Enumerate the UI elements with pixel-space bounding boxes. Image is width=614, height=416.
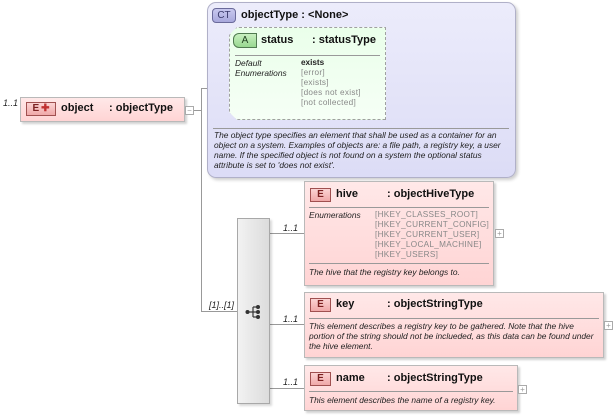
sequence-cardinality: [1]..[1]	[209, 300, 235, 310]
plus-icon: ✚	[41, 103, 50, 114]
sequence-icon	[245, 305, 260, 319]
root-cardinality: 1..1	[3, 98, 19, 108]
element-badge: E	[310, 298, 331, 312]
attribute-badge: A	[233, 33, 257, 48]
status-enumerations: [error] [exists] [does not exist] [not c…	[301, 68, 361, 107]
sequence-compositor[interactable]	[237, 218, 270, 404]
element-name: hive	[336, 188, 359, 200]
attribute-status[interactable]: A status : statusType Default Enumeratio…	[229, 27, 386, 120]
element-badge: E✚	[26, 102, 56, 116]
name-divider	[309, 391, 513, 392]
element-name: key	[336, 298, 355, 310]
element-key[interactable]: E key : objectStringType This element de…	[304, 292, 604, 358]
attribute-type: : statusType	[312, 34, 376, 46]
element-description: The hive that the registry key belongs t…	[309, 267, 460, 277]
connector-to-sequence	[201, 311, 237, 312]
connector-trunk	[201, 88, 202, 312]
connector-to-key	[269, 324, 304, 325]
connector-to-ct	[201, 88, 207, 89]
hive-divider-top	[309, 207, 489, 208]
attribute-name: status	[261, 34, 294, 46]
element-name: name	[336, 372, 365, 384]
enumerations-label: Enumerations	[235, 68, 287, 78]
complex-type-title: objectType : <None>	[241, 9, 349, 21]
default-label: Default	[235, 58, 262, 68]
element-badge: E	[310, 188, 331, 202]
root-element-type: : objectType	[109, 102, 173, 114]
connector-to-hive	[269, 233, 304, 234]
hive-divider-bottom	[309, 263, 489, 264]
ct-divider	[213, 128, 509, 129]
element-description: This element describes a registry key to…	[309, 321, 594, 351]
name-cardinality: 1..1	[283, 377, 299, 387]
hive-cardinality: 1..1	[283, 223, 299, 233]
key-divider	[309, 318, 599, 319]
element-name-node[interactable]: E name : objectStringType This element d…	[304, 365, 518, 411]
element-description: This element describes the name of a reg…	[309, 395, 496, 405]
key-cardinality: 1..1	[283, 314, 299, 324]
element-badge: E	[310, 372, 331, 386]
complex-type-description: The object type specifies an element tha…	[214, 130, 501, 170]
enumerations-label: Enumerations	[309, 210, 361, 220]
root-element-object[interactable]: E✚ object : objectType	[20, 97, 185, 122]
complex-type-badge: CT	[212, 8, 236, 23]
element-type: : objectStringType	[387, 298, 483, 310]
collapse-toggle-root[interactable]: −	[185, 106, 194, 115]
element-hive[interactable]: E hive : objectHiveType Enumerations [HK…	[304, 181, 494, 286]
expand-toggle-name[interactable]: +	[518, 385, 527, 394]
default-value: exists	[301, 58, 325, 67]
root-element-name: object	[61, 102, 94, 114]
expand-toggle-key[interactable]: +	[604, 321, 613, 330]
expand-toggle-hive[interactable]: +	[495, 229, 504, 238]
attribute-divider	[235, 55, 380, 56]
connector-root-to-tree	[193, 110, 201, 111]
connector-to-name	[269, 388, 304, 389]
element-type: : objectHiveType	[387, 188, 475, 200]
hive-enumerations: [HKEY_CLASSES_ROOT] [HKEY_CURRENT_CONFIG…	[375, 210, 490, 259]
element-type: : objectStringType	[387, 372, 483, 384]
complex-type-objectType[interactable]: CT objectType : <None> A status : status…	[207, 2, 516, 178]
